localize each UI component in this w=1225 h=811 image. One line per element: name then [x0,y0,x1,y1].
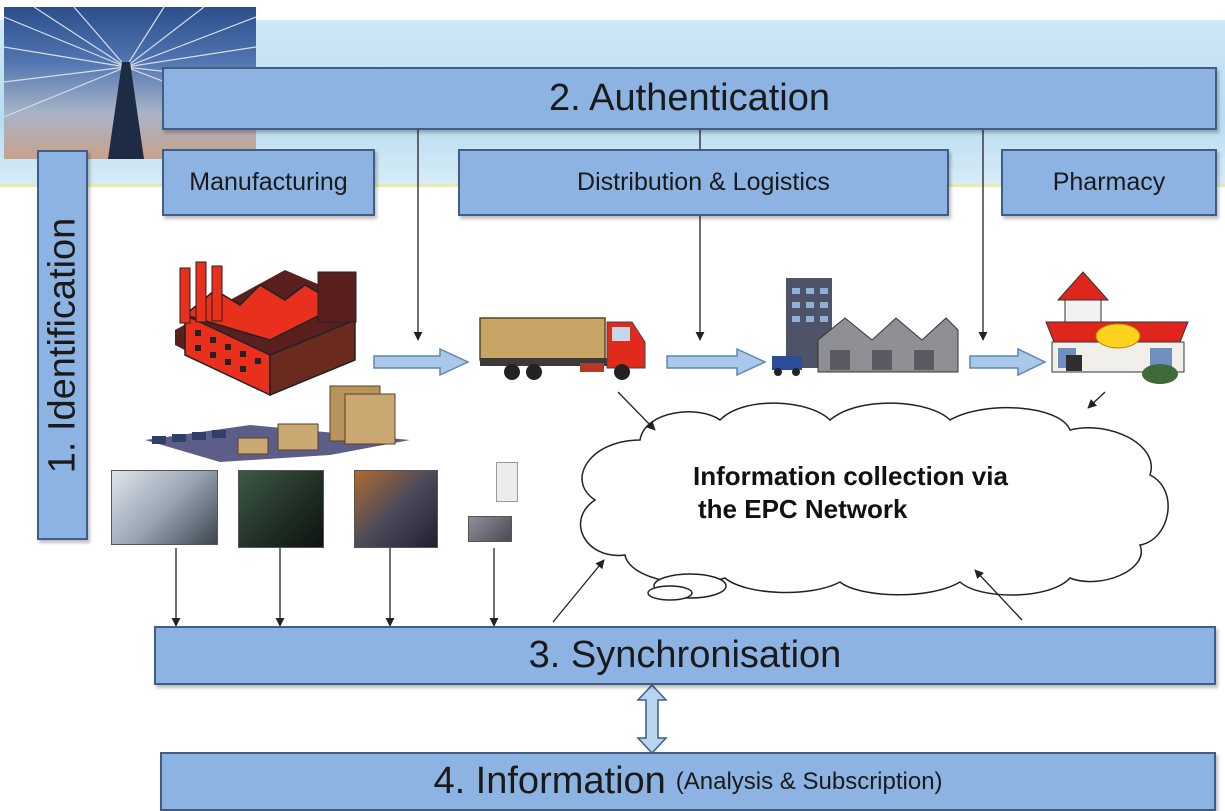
cloud-arrows [552,391,1106,623]
pharmacy-label: Pharmacy [1052,168,1166,196]
factory-icon [175,261,357,397]
authentication-label: 2. Authentication [549,77,830,119]
cloud-text: Information collection via the EPC Netwo… [693,460,1113,526]
information-sublabel: (Analysis & Subscription) [675,767,943,795]
double-arrow [636,683,668,755]
flow-arrow-2 [666,347,767,377]
identification-box: 1. Identification [37,150,88,540]
rfid-tag-photo [468,516,512,542]
synchronisation-box: 3. Synchronisation [154,626,1216,685]
information-label: 4. Information [433,760,666,802]
truck-icon [479,317,646,380]
authentication-box: 2. Authentication [162,67,1217,130]
identification-label: 1. Identification [41,217,84,473]
authentication-connectors [413,130,988,341]
rfid-reader-photo-3 [354,470,438,548]
sync-arrows [171,548,499,627]
warehouse-icon [772,278,959,376]
cloud-line-1: Information collection via [693,461,1008,491]
distribution-logistics-label: Distribution & Logistics [577,168,830,196]
manufacturing-box: Manufacturing [162,149,375,216]
cloud-line-2: the EPC Network [698,494,908,524]
information-box: 4. Information (Analysis & Subscription) [160,752,1216,811]
pharmacy-box: Pharmacy [1001,149,1217,216]
rfid-antenna-photo [496,462,518,502]
pharmacy-icon [1045,271,1189,384]
distribution-logistics-box: Distribution & Logistics [458,149,949,216]
rfid-reader-photo-2 [238,470,324,548]
synchronisation-label: 3. Synchronisation [528,634,842,676]
rfid-reader-photo-1 [111,470,218,545]
cloud-icon [579,402,1169,601]
production-line-icon [145,385,410,462]
flow-arrows [373,347,1047,377]
manufacturing-label: Manufacturing [189,168,348,196]
flow-arrow-3 [969,347,1047,377]
flow-arrow-1 [373,347,470,377]
